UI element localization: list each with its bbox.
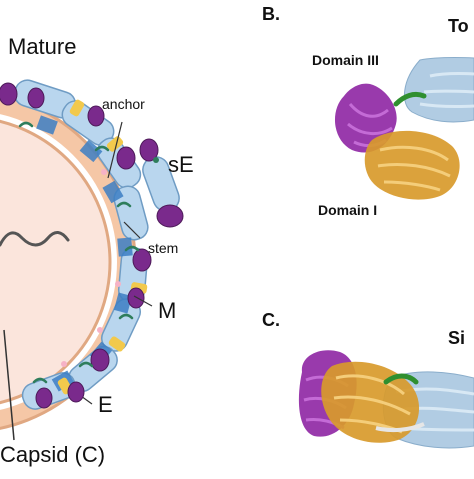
capsid-label: Capsid (C) — [0, 442, 106, 467]
capsid — [0, 119, 112, 405]
stem-label: stem — [148, 240, 179, 256]
e-label: E — [98, 392, 113, 417]
domain-i-label: Domain I — [318, 202, 378, 218]
domain-heads — [0, 82, 152, 409]
panel-b-title-fragment: To — [448, 16, 469, 36]
panel-c-title-fragment: Si — [448, 328, 466, 348]
soluble-e-protein — [139, 138, 184, 228]
stem-pointer-line — [123, 221, 141, 239]
mature-title: Mature — [8, 34, 77, 59]
panel-b-structure — [334, 57, 474, 200]
panel-b-letter: B. — [262, 4, 280, 24]
virion-diagram — [0, 79, 184, 441]
domain-iii-label: Domain III — [312, 52, 379, 68]
stem-anchor-marks — [18, 121, 140, 384]
anchor-pointer-line — [107, 121, 123, 179]
se-label: sE — [168, 152, 194, 177]
m-label: M — [158, 298, 177, 323]
panel-c-structure — [298, 350, 474, 449]
panel-c-letter: C. — [262, 310, 280, 330]
m-pointer-line — [133, 295, 153, 307]
capsid-pointer-line — [3, 329, 15, 441]
rna-strand — [0, 231, 70, 247]
anchor-label: anchor — [102, 96, 145, 112]
pink-dots — [61, 169, 121, 367]
